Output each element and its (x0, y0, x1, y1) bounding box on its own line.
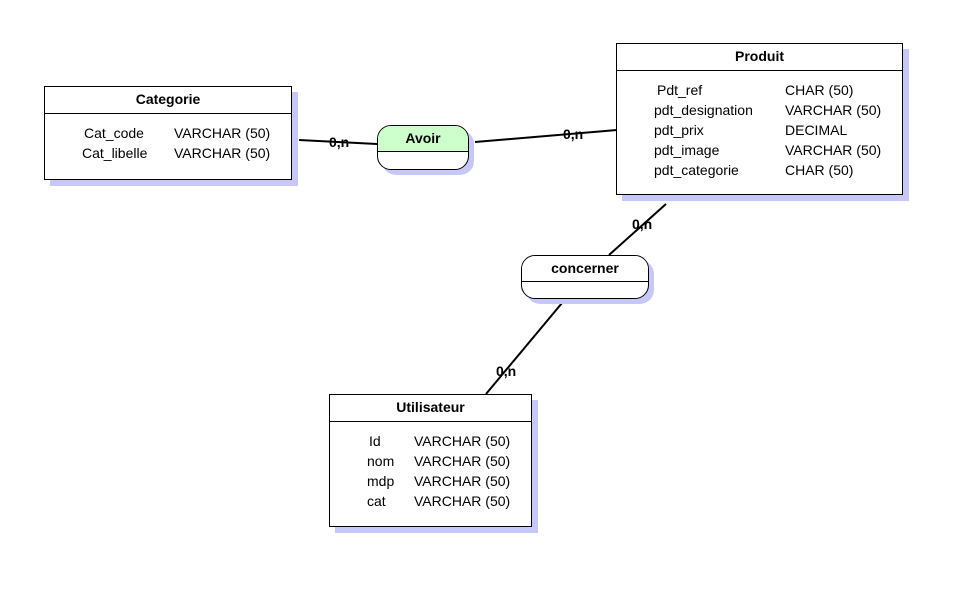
entity-utilisateur[interactable]: Utilisateur Id VARCHAR (50) nom VARCHAR … (329, 394, 532, 527)
attribute-type: CHAR (50) (785, 82, 854, 98)
link-avoir-produit (474, 129, 618, 143)
attribute-name: pdt_image (654, 142, 720, 158)
attribute-row: Cat_code VARCHAR (50) (45, 123, 291, 143)
attribute-row: mdp VARCHAR (50) (330, 471, 531, 491)
attribute-row: pdt_designation VARCHAR (50) (617, 100, 902, 120)
attribute-name: Pdt_ref (657, 82, 703, 98)
entity-categorie-title: Categorie (45, 87, 291, 114)
link-categorie-avoir (298, 139, 378, 145)
attribute-type: VARCHAR (50) (174, 145, 271, 161)
attribute-name: cat (367, 493, 386, 509)
entity-utilisateur-title: Utilisateur (330, 395, 531, 422)
attribute-name: pdt_designation (654, 102, 753, 118)
attribute-name: mdp (367, 473, 395, 489)
attribute-name: Id (369, 433, 381, 449)
attribute-row: pdt_prix DECIMAL (617, 120, 902, 140)
association-concerner-title: concerner (522, 256, 648, 282)
attribute-name: pdt_categorie (654, 162, 739, 178)
entity-produit[interactable]: Produit Pdt_ref CHAR (50) pdt_designatio… (616, 43, 903, 195)
cardinality-utilisateur-concerner: 0,n (496, 363, 517, 379)
attribute-row: Pdt_ref CHAR (50) (617, 80, 902, 100)
entity-produit-title: Produit (617, 44, 902, 71)
attribute-type: VARCHAR (50) (414, 433, 511, 449)
association-avoir[interactable]: Avoir (377, 125, 469, 170)
association-concerner[interactable]: concerner (521, 255, 649, 299)
attribute-row: cat VARCHAR (50) (330, 491, 531, 511)
attribute-row: nom VARCHAR (50) (330, 451, 531, 471)
attribute-type: VARCHAR (50) (785, 142, 882, 158)
attribute-name: Cat_code (84, 125, 144, 141)
link-produit-concerner (608, 203, 667, 256)
attribute-type: DECIMAL (785, 122, 848, 138)
link-concerner-utilisateur (485, 302, 563, 395)
attribute-name: nom (367, 453, 395, 469)
association-avoir-title: Avoir (378, 126, 468, 152)
attribute-row: pdt_categorie CHAR (50) (617, 160, 902, 180)
attribute-type: VARCHAR (50) (414, 453, 511, 469)
attribute-type: VARCHAR (50) (785, 102, 882, 118)
attribute-type: CHAR (50) (785, 162, 854, 178)
attribute-type: VARCHAR (50) (174, 125, 271, 141)
entity-categorie[interactable]: Categorie Cat_code VARCHAR (50) Cat_libe… (44, 86, 292, 180)
attribute-row: pdt_image VARCHAR (50) (617, 140, 902, 160)
attribute-name: Cat_libelle (82, 145, 148, 161)
cardinality-categorie-avoir: 0,n (329, 134, 350, 150)
attribute-row: Id VARCHAR (50) (330, 431, 531, 451)
attribute-name: pdt_prix (654, 122, 704, 138)
attribute-row: Cat_libelle VARCHAR (50) (45, 143, 291, 163)
attribute-type: VARCHAR (50) (414, 473, 511, 489)
cardinality-produit-concerner: 0,n (632, 216, 653, 232)
attribute-type: VARCHAR (50) (414, 493, 511, 509)
cardinality-produit-avoir: 0,n (563, 126, 584, 142)
